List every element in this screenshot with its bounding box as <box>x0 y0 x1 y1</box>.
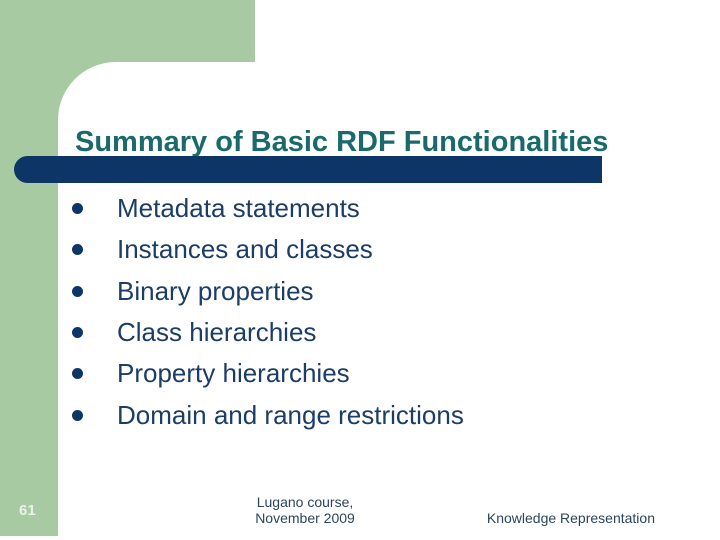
slide-title: Summary of Basic RDF Functionalities <box>75 126 609 159</box>
bullet-label: Metadata statements <box>117 193 360 224</box>
bullet-icon <box>72 285 83 297</box>
bullet-icon <box>72 244 83 256</box>
bullet-item: Class hierarchies <box>0 312 620 353</box>
bullet-icon <box>72 327 83 339</box>
bullet-item: Binary properties <box>0 271 620 312</box>
bullet-icon <box>72 203 83 215</box>
bullet-item: Metadata statements <box>0 188 620 229</box>
bullet-icon <box>72 368 83 380</box>
bullet-icon <box>72 409 83 421</box>
bullet-label: Binary properties <box>117 275 314 306</box>
bullet-label: Class hierarchies <box>117 317 317 348</box>
content-panel <box>58 62 720 540</box>
bullet-list: Metadata statements Instances and classe… <box>0 188 620 436</box>
bullet-item: Instances and classes <box>0 229 620 270</box>
footer-course-info: Lugano course, November 2009 <box>205 494 405 526</box>
bullet-label: Property hierarchies <box>117 358 350 389</box>
bullet-item: Domain and range restrictions <box>0 394 620 435</box>
footer-course-line2: November 2009 <box>255 510 355 526</box>
bullet-label: Instances and classes <box>117 234 373 265</box>
page-number: 61 <box>19 502 36 519</box>
footer-course-line1: Lugano course, <box>256 494 354 510</box>
footer-subject: Knowledge Representation <box>486 510 655 526</box>
bullet-label: Domain and range restrictions <box>117 399 464 430</box>
title-underline-bar <box>14 156 602 183</box>
bullet-item: Property hierarchies <box>0 353 620 394</box>
green-accent-strip <box>0 0 58 536</box>
